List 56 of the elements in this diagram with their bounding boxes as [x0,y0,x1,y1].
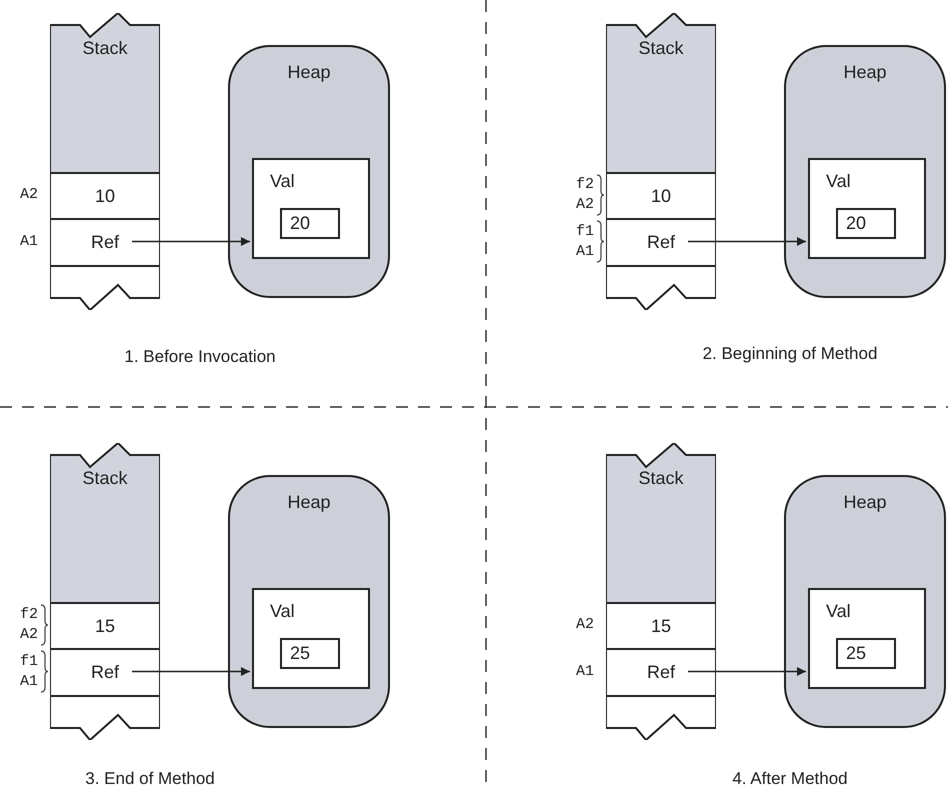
heap-label: Heap [843,492,887,512]
stack-cell: 10 [50,172,160,218]
arrow [132,237,250,246]
field-label: Val [826,171,851,191]
heap-region [784,475,946,728]
heap-region [784,45,946,298]
panel-caption: 2. Beginning of Method [702,343,878,365]
value-box: 20 [280,208,340,239]
heap-label: Heap [287,62,331,82]
stack-cell: 15 [50,602,160,648]
stack-column [606,443,716,740]
variable-label: A2 [576,615,594,635]
variable-label: A1 [576,662,594,682]
stack-cell: Ref [606,648,716,695]
stack-label: Stack [638,467,684,490]
arrow [688,667,806,676]
object-box [252,158,370,259]
field-label: Val [826,601,851,621]
variable-label: f1 [20,652,38,672]
variable-label: A2 [20,185,38,205]
object-box [808,158,926,259]
heap-region [228,45,390,298]
heap-label: Heap [843,62,887,82]
panel-caption: 3. End of Method [85,768,215,790]
arrow [688,237,806,246]
field-label: Val [270,601,295,621]
variable-label: A1 [576,242,594,262]
object-box [252,588,370,689]
value-box: 25 [280,638,340,669]
variable-label: A2 [20,625,38,645]
stack-cell: 15 [606,602,716,648]
stack-column [50,13,160,310]
stack-label: Stack [82,37,128,60]
stack-label: Stack [638,37,684,60]
value-box: 25 [836,638,896,669]
heap-label: Heap [287,492,331,512]
variable-label: A1 [20,232,38,252]
variable-label: A2 [576,195,594,215]
field-label: Val [270,171,295,191]
heap-region [228,475,390,728]
object-box [808,588,926,689]
stack-cell: Ref [50,648,160,695]
value-box: 20 [836,208,896,239]
panel-caption: 1. Before Invocation [124,346,276,368]
variable-label: A1 [20,672,38,692]
stack-label: Stack [82,467,128,490]
stack-column [50,443,160,740]
stack-column [606,13,716,310]
variable-label: f2 [576,175,594,195]
arrow [132,667,250,676]
stack-cell: 10 [606,172,716,218]
stack-cell: Ref [50,218,160,265]
stack-cell: Ref [606,218,716,265]
variable-label: f2 [20,605,38,625]
panel-caption: 4. After Method [732,768,848,790]
variable-label: f1 [576,222,594,242]
